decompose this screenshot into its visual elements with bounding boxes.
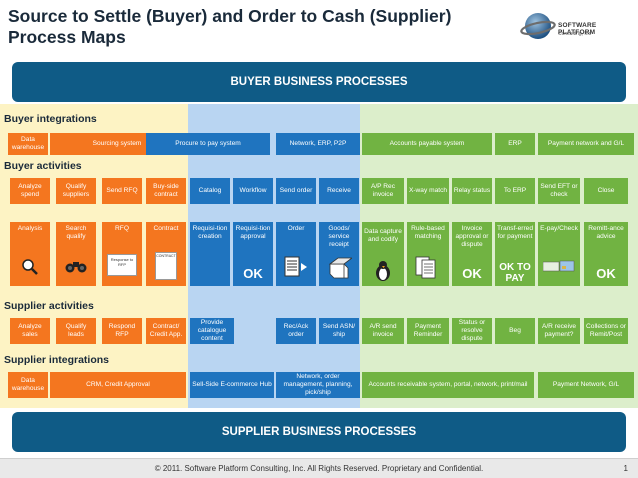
supplier-send-asn: Send ASN/ ship	[319, 318, 359, 344]
supplier-payment-reminder: Payment Reminder	[407, 318, 449, 344]
globe-logo-icon	[520, 13, 556, 39]
supplier-analyze-sales: Analyze sales	[10, 318, 50, 344]
detail-label: Remitt-ance advice	[588, 225, 624, 240]
banner-supplier: SUPPLIER BUSINESS PROCESSES	[12, 412, 626, 452]
buyer-int-ap-system: Accounts payable system	[362, 133, 492, 155]
detail-contract: Contract CONTRACT	[146, 222, 186, 286]
section-buyer-integrations: Buyer integrations	[4, 113, 97, 125]
detail-invoice-approval: Invoice approval or dispute OK	[452, 222, 492, 286]
detail-label: Requisi-tion creation	[192, 225, 228, 240]
company-logo: SOFTWARE PLATFORM Consulting, Inc	[520, 8, 635, 48]
page-number: 1	[623, 464, 628, 473]
detail-order: Order	[276, 222, 316, 286]
penguin-icon	[376, 261, 390, 281]
supplier-int-payment-network: Payment Network, G/L	[538, 372, 634, 398]
box-package-icon	[328, 257, 352, 279]
supplier-qualify-leads: Qualify leads	[56, 318, 96, 344]
buyer-int-erp: ERP	[495, 133, 535, 155]
rfp-document-icon: Response to RFP	[107, 254, 137, 276]
title-line-2: Process Maps	[8, 27, 126, 47]
supplier-collections: Collections or Remit/Post	[584, 318, 628, 344]
ok-label: OK	[596, 266, 616, 281]
page-title: Source to Settle (Buyer) and Order to Ca…	[8, 6, 488, 48]
supplier-int-ecommerce-hub: Sell-Side E-commerce Hub	[190, 372, 274, 398]
supplier-provide-catalogue: Provide catalogue content	[190, 318, 234, 344]
detail-analysis: Analysis	[10, 222, 50, 286]
document-send-icon	[284, 256, 307, 277]
supplier-beg: Beg	[495, 318, 535, 344]
detail-remittance-advice: Remitt-ance advice OK	[584, 222, 628, 286]
detail-label: Analysis	[17, 225, 43, 232]
banner-buyer: BUYER BUSINESS PROCESSES	[12, 62, 626, 102]
activity-qualify-suppliers: Qualify suppliers	[56, 178, 96, 204]
section-buyer-activities: Buyer activities	[4, 160, 82, 172]
activity-send-eft: Send EFT or check	[538, 178, 580, 204]
activity-catalog: Catalog	[190, 178, 230, 204]
check-card-icon	[543, 260, 575, 272]
binoculars-icon	[65, 262, 87, 273]
activity-send-rfq: Send RFQ	[102, 178, 142, 204]
supplier-int-order-management: Network, order management, planning, pic…	[276, 372, 360, 398]
detail-label: Order	[287, 225, 305, 232]
activity-relay-status: Relay status	[452, 178, 492, 204]
detail-label: Goods/ service receipt	[328, 225, 350, 248]
logo-sub: Consulting, Inc	[558, 31, 592, 37]
activity-to-erp: To ERP	[495, 178, 535, 204]
section-supplier-integrations: Supplier integrations	[4, 354, 110, 366]
detail-transferred-payment: Transf-erred for payment OK TO PAY	[495, 222, 535, 286]
activity-close: Close	[584, 178, 628, 204]
buyer-int-network-erp: Network, ERP, P2P	[276, 133, 360, 155]
detail-label: Search qualify	[65, 225, 87, 240]
detail-label: RFQ	[115, 225, 129, 232]
activity-buy-side-contract: Buy-side contract	[146, 178, 186, 204]
supplier-resolve-dispute: Status or resolve dispute	[452, 318, 492, 344]
documents-icon	[415, 256, 436, 279]
section-supplier-activities: Supplier activities	[4, 300, 94, 312]
detail-requisition-approval: Requisi-tion approval OK	[233, 222, 273, 286]
detail-label: E-pay/Check	[540, 225, 578, 232]
title-line-1: Source to Settle (Buyer) and Order to Ca…	[8, 6, 452, 26]
detail-label: Invoice approval or dispute	[455, 225, 489, 248]
copyright-text: © 2011. Software Platform Consulting, In…	[154, 464, 484, 473]
activity-workflow: Workflow	[233, 178, 273, 204]
buyer-int-procure-to-pay: Procure to pay system	[146, 133, 270, 155]
detail-epay-check: E-pay/Check	[538, 222, 580, 286]
activity-send-order: Send order	[276, 178, 316, 204]
ok-to-pay-label: OK TO PAY	[499, 262, 531, 284]
supplier-respond-rfp: Respond RFP	[102, 318, 142, 344]
detail-label: Transf-erred for payment	[496, 225, 534, 240]
logo-name: SOFTWARE PLATFORM	[558, 22, 597, 36]
detail-goods-receipt: Goods/ service receipt	[319, 222, 359, 286]
supplier-ar-send-invoice: A/R send invoice	[362, 318, 404, 344]
ok-label: OK	[462, 266, 482, 281]
supplier-ar-receive-payment: A/R receive payment?	[538, 318, 580, 344]
detail-requisition-creation: Requisi-tion creation	[190, 222, 230, 286]
supplier-contract-credit: Contract/ Credit App.	[146, 318, 186, 344]
magnifier-icon	[22, 259, 38, 275]
activity-ap-rec-invoice: A/P Rec invoice	[362, 178, 404, 204]
supplier-int-data-warehouse: Data warehouse	[8, 372, 48, 398]
detail-rfq: RFQ Response to RFP	[102, 222, 142, 286]
rfp-document-text: Response to RFP	[110, 257, 134, 267]
detail-search-qualify: Search qualify	[56, 222, 96, 286]
buyer-int-data-warehouse: Data warehouse	[8, 133, 48, 155]
supplier-int-ar-system: Accounts receivable system, portal, netw…	[362, 372, 534, 398]
detail-data-capture: Data capture and codify	[362, 222, 404, 286]
detail-rule-matching: Rule-based matching	[407, 222, 449, 286]
supplier-rec-ack-order: Rec/Ack order	[276, 318, 316, 344]
buyer-int-payment-network: Payment network and G/L	[538, 133, 634, 155]
activity-x-way-match: X-way match	[407, 178, 449, 204]
contract-document-text: CONTRACT	[156, 254, 176, 258]
supplier-int-crm: CRM, Credit Approval	[50, 372, 186, 398]
detail-label: Rule-based matching	[411, 225, 445, 240]
ok-label: OK	[243, 266, 263, 281]
activity-receive: Receive	[319, 178, 359, 204]
detail-label: Requisi-tion approval	[235, 225, 271, 240]
activity-analyze-spend: Analyze spend	[10, 178, 50, 204]
contract-document-icon: CONTRACT	[155, 252, 177, 280]
detail-label: Contract	[153, 225, 179, 232]
detail-label: Data capture and codify	[364, 228, 402, 243]
footer: © 2011. Software Platform Consulting, In…	[0, 458, 638, 478]
